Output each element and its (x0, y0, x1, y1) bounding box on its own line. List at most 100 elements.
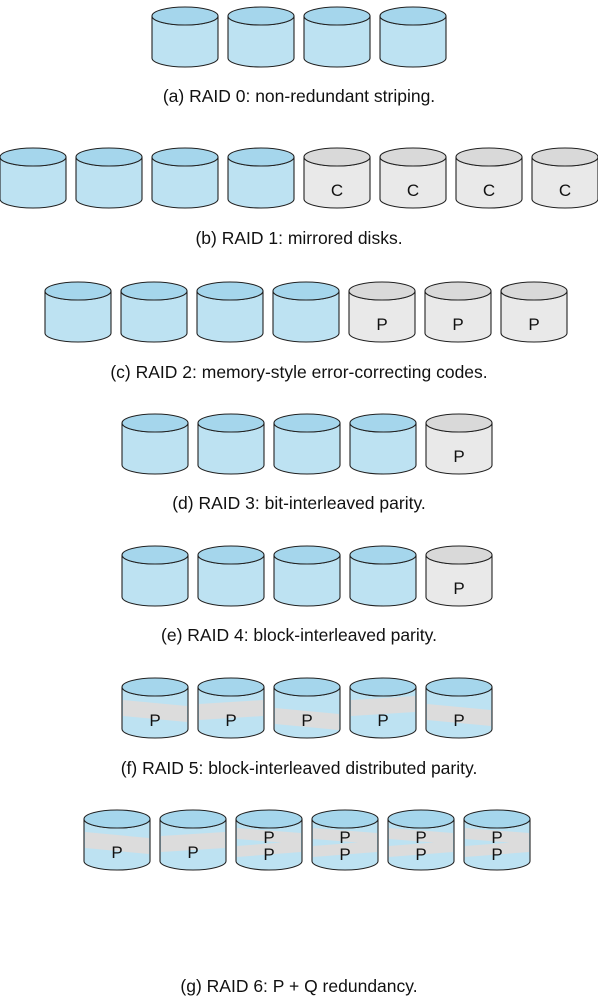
disk-redundant: C (455, 147, 523, 209)
caption-raid2: (c) RAID 2: memory-style error-correctin… (110, 362, 487, 382)
disk-top (197, 677, 265, 697)
disk-label: C (331, 181, 343, 200)
disk-redundant: C (303, 147, 371, 209)
parity-band (351, 696, 415, 716)
disk-data (75, 147, 143, 209)
disk-top (121, 545, 189, 565)
disk-top (348, 281, 416, 301)
disk-label: P (339, 845, 350, 864)
parity-band (85, 832, 149, 854)
caption-raid0: (a) RAID 0: non-redundant striping. (163, 86, 435, 106)
disk-distributed: P (159, 809, 227, 871)
disk-top (425, 677, 493, 697)
disk-top (159, 809, 227, 829)
disk-top (273, 413, 341, 433)
disk-label: P (339, 828, 350, 847)
disk-label: C (559, 181, 571, 200)
caption-raid6: (g) RAID 6: P + Q redundancy. (180, 976, 417, 996)
disk-label: P (452, 315, 463, 334)
disk-data (197, 413, 265, 475)
disk-top (349, 677, 417, 697)
disk-label: P (376, 315, 387, 334)
disk-data (272, 281, 340, 343)
disk-data (151, 6, 219, 68)
disk-top (455, 147, 523, 167)
disk-top (227, 147, 295, 167)
parity-band (465, 828, 529, 857)
disk-redundant: P (424, 281, 492, 343)
disk-label: P (415, 828, 426, 847)
caption-raid4: (e) RAID 4: block-interleaved parity. (161, 625, 437, 645)
disk-distributed: P (273, 677, 341, 739)
disk-data (121, 413, 189, 475)
disk-data (227, 147, 295, 209)
disk-data (273, 413, 341, 475)
disk-top (196, 281, 264, 301)
parity-band (427, 704, 491, 726)
raid-row-raid0: (a) RAID 0: non-redundant striping. (151, 6, 447, 106)
caption-raid3: (d) RAID 3: bit-interleaved parity. (172, 493, 426, 513)
disk-label: P (149, 711, 160, 730)
disk-distributed: P (197, 677, 265, 739)
disk-data (303, 6, 371, 68)
disk-data (349, 413, 417, 475)
disk-distributed: P (349, 677, 417, 739)
disk-distributed: PP (387, 809, 455, 871)
disk-top (197, 545, 265, 565)
disk-distributed: P (83, 809, 151, 871)
disk-top (235, 809, 303, 829)
parity-band (199, 700, 263, 720)
parity-band (161, 832, 225, 852)
disk-label: P (301, 711, 312, 730)
parity-band (123, 700, 187, 722)
disk-label: P (377, 711, 388, 730)
disk-label: P (263, 845, 274, 864)
disk-top (425, 545, 493, 565)
disk-data (196, 281, 264, 343)
disk-data (379, 6, 447, 68)
disk-data (227, 6, 295, 68)
disk-top (425, 413, 493, 433)
disk-top (121, 413, 189, 433)
disk-top (197, 413, 265, 433)
disk-label: P (453, 579, 464, 598)
disk-top (121, 677, 189, 697)
disk-redundant: P (348, 281, 416, 343)
disk-top (387, 809, 455, 829)
disk-label: P (111, 843, 122, 862)
disk-label: P (491, 845, 502, 864)
disk-redundant: P (425, 545, 493, 607)
disk-label: P (453, 711, 464, 730)
disk-label: P (187, 843, 198, 862)
disk-label: P (415, 845, 426, 864)
disk-top (83, 809, 151, 829)
disk-distributed: P (121, 677, 189, 739)
disk-top (151, 6, 219, 26)
disk-top (120, 281, 188, 301)
disk-top (151, 147, 219, 167)
disk-distributed: PP (463, 809, 531, 871)
disk-distributed: PP (235, 809, 303, 871)
disk-top (303, 6, 371, 26)
disk-distributed: P (425, 677, 493, 739)
disk-top (303, 147, 371, 167)
disk-top (349, 545, 417, 565)
disk-top (424, 281, 492, 301)
disk-redundant: C (531, 147, 598, 209)
disk-label: C (407, 181, 419, 200)
disk-top (379, 6, 447, 26)
parity-band (237, 828, 301, 857)
disk-top (273, 677, 341, 697)
disk-data (349, 545, 417, 607)
disk-top (311, 809, 379, 829)
disk-top (44, 281, 112, 301)
disk-redundant: P (425, 413, 493, 475)
parity-band (389, 828, 453, 857)
disk-top (227, 6, 295, 26)
disk-top (379, 147, 447, 167)
disk-top (273, 545, 341, 565)
disk-top (272, 281, 340, 301)
parity-band (313, 828, 377, 857)
